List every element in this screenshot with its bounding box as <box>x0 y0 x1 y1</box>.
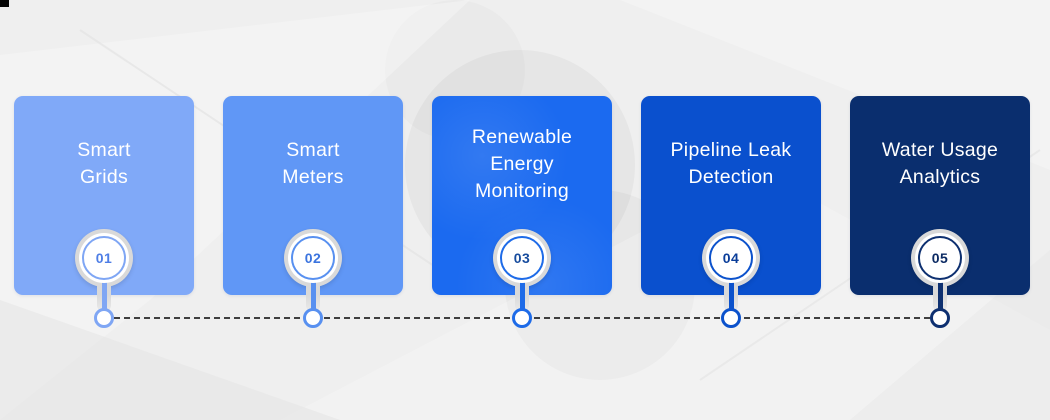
step-number: 05 <box>931 250 949 266</box>
badge-stem <box>937 276 943 312</box>
step-title: Water Usage Analytics <box>881 139 999 188</box>
step-title: Smart Grids <box>77 139 131 188</box>
timeline-dot <box>512 308 532 328</box>
step-card: Renewable Energy Monitoring <box>432 96 612 295</box>
step-card: Water Usage Analytics <box>850 96 1030 295</box>
step-number: 03 <box>513 250 531 266</box>
timeline-dot <box>930 308 950 328</box>
step-number-badge: 04 <box>709 236 753 280</box>
badge-stem <box>101 276 107 312</box>
step-item: Smart Meters 02 <box>223 96 403 336</box>
step-number-badge: 05 <box>918 236 962 280</box>
step-number: 02 <box>304 250 322 266</box>
step-title: Smart Meters <box>282 139 344 188</box>
step-number-badge: 02 <box>291 236 335 280</box>
step-title: Renewable Energy Monitoring <box>471 125 573 202</box>
steps-row: Smart Grids 01 Smart Meters 02 Renewable… <box>14 96 1030 336</box>
corner-artifact-square <box>0 0 9 7</box>
step-item: Pipeline Leak Detection 04 <box>641 96 821 336</box>
badge-stem <box>519 276 525 312</box>
timeline-dot <box>303 308 323 328</box>
step-number: 01 <box>95 250 113 266</box>
timeline-dot <box>94 308 114 328</box>
step-item: Smart Grids 01 <box>14 96 194 336</box>
badge-stem <box>728 276 734 312</box>
step-item: Water Usage Analytics 05 <box>850 96 1030 336</box>
step-title: Pipeline Leak Detection <box>670 139 792 188</box>
step-number-badge: 03 <box>500 236 544 280</box>
step-number-badge: 01 <box>82 236 126 280</box>
step-item: Renewable Energy Monitoring 03 <box>432 96 612 336</box>
step-number: 04 <box>722 250 740 266</box>
badge-stem <box>310 276 316 312</box>
timeline-dot <box>721 308 741 328</box>
